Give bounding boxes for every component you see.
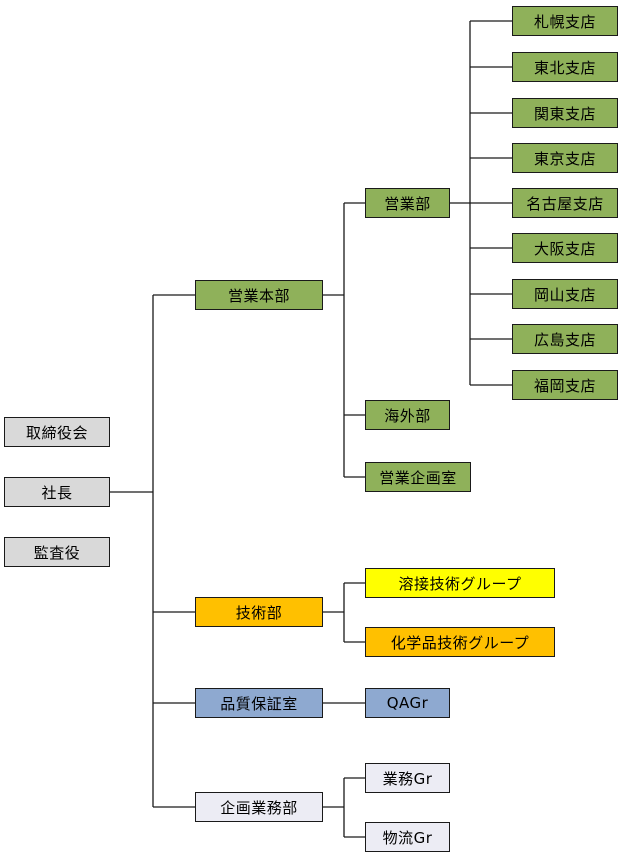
president-box: 社長 xyxy=(4,477,110,507)
welding-group-box: 溶接技術グループ xyxy=(365,568,555,598)
chemical-group-box: 化学品技術グループ xyxy=(365,627,555,657)
sales-dept-box: 営業部 xyxy=(365,188,450,218)
tech-dept-box: 技術部 xyxy=(195,597,323,627)
logistics-group-box: 物流Gr xyxy=(365,822,450,852)
overseas-dept-box: 海外部 xyxy=(365,400,450,430)
branch-box: 岡山支店 xyxy=(512,279,618,309)
branch-box: 広島支店 xyxy=(512,324,618,354)
branch-box: 札幌支店 xyxy=(512,6,618,36)
branch-box: 東京支店 xyxy=(512,143,618,173)
business-group-box: 業務Gr xyxy=(365,763,450,793)
qa-group-box: QAGr xyxy=(365,688,450,718)
quality-office-box: 品質保証室 xyxy=(195,688,323,718)
branch-box: 東北支店 xyxy=(512,52,618,82)
board-of-directors-box: 取締役会 xyxy=(4,417,110,447)
auditor-box: 監査役 xyxy=(4,537,110,567)
branch-box: 関東支店 xyxy=(512,98,618,128)
sales-planning-office-box: 営業企画室 xyxy=(365,462,471,492)
sales-hq-box: 営業本部 xyxy=(195,280,323,310)
planning-dept-box: 企画業務部 xyxy=(195,792,323,822)
branch-box: 大阪支店 xyxy=(512,233,618,263)
branch-box: 福岡支店 xyxy=(512,370,618,400)
branch-box: 名古屋支店 xyxy=(512,188,618,218)
